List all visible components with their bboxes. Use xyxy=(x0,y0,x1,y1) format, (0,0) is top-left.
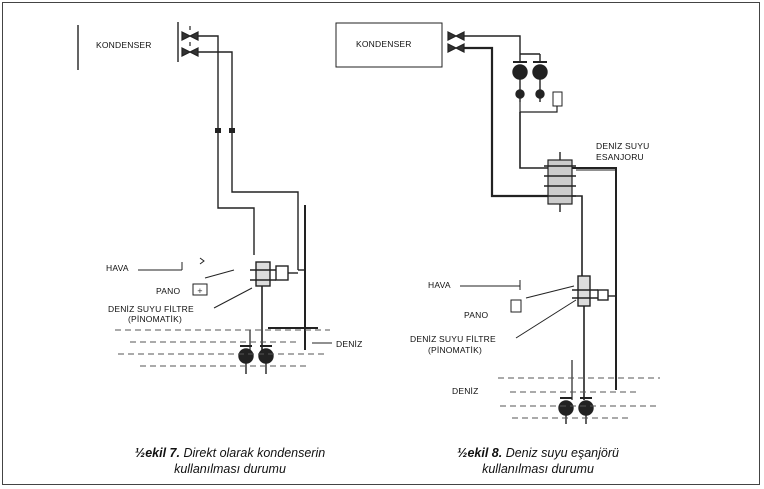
fig7-pinomatik-label: (PİNOMATİK) xyxy=(128,314,182,324)
fig7-caption-number: ½ekil 7. xyxy=(134,446,180,460)
fig8-pano-label: PANO xyxy=(464,310,489,320)
svg-text:+: + xyxy=(197,287,203,295)
fig8-heat-exchanger xyxy=(544,152,576,212)
fig8-condenser-box xyxy=(335,22,443,68)
fig7-pano-label: PANO xyxy=(156,286,181,296)
fig7-filter xyxy=(250,261,298,287)
fig8-hava-label: HAVA xyxy=(428,280,451,290)
fig8-caption: ½ekil 8. Deniz suyu eşanjörü kullanılmas… xyxy=(418,445,658,477)
fig7-hava-label: HAVA xyxy=(106,263,129,273)
fig8-caption-title-2: kullanılması durumu xyxy=(482,462,594,476)
fig8-esanjor-label-1: DENİZ SUYU xyxy=(596,141,650,151)
fig7-condenser-valves xyxy=(181,26,199,57)
fig8-pinomatik-label: (PİNOMATİK) xyxy=(428,345,482,355)
fig7-water xyxy=(115,329,330,367)
fig7-return-pipe xyxy=(198,35,255,255)
fig7-caption: ½ekil 7. Direkt olarak kondenserin kulla… xyxy=(110,445,350,477)
fig8-caption-title-1: Deniz suyu eşanjörü xyxy=(505,446,619,460)
figure-frame xyxy=(2,2,760,485)
fig7-deniz-label: DENİZ xyxy=(336,339,363,349)
fig8-kondenser-label: KONDENSER xyxy=(356,39,412,49)
fig8-esanjor-label-2: ESANJORU xyxy=(596,152,644,162)
figure7-diagram: + xyxy=(77,22,332,374)
fig8-pano-box xyxy=(510,299,522,313)
fig7-pano-box xyxy=(192,283,208,296)
fig7-supply-pipe xyxy=(198,51,299,270)
fig8-bottom-pumps xyxy=(558,397,594,424)
fig8-filtre-label: DENİZ SUYU FİLTRE xyxy=(410,334,496,344)
fig7-filtre-label: DENİZ SUYU FİLTRE xyxy=(108,304,194,314)
fig8-expansion-tank xyxy=(552,91,563,107)
fig8-top-pumps xyxy=(512,53,548,102)
fig8-caption-number: ½ekil 8. xyxy=(457,446,503,460)
fig8-deniz-label: DENİZ xyxy=(452,386,479,396)
fig7-caption-title-2: kullanılması durumu xyxy=(174,462,286,476)
fig7-pumps xyxy=(238,345,274,374)
figure8-diagram xyxy=(335,22,660,424)
fig8-filter xyxy=(572,275,616,307)
fig8-water xyxy=(498,377,660,419)
fig7-kondenser-label: KONDENSER xyxy=(96,40,152,50)
fig7-caption-title-1: Direkt olarak kondenserin xyxy=(183,446,326,460)
